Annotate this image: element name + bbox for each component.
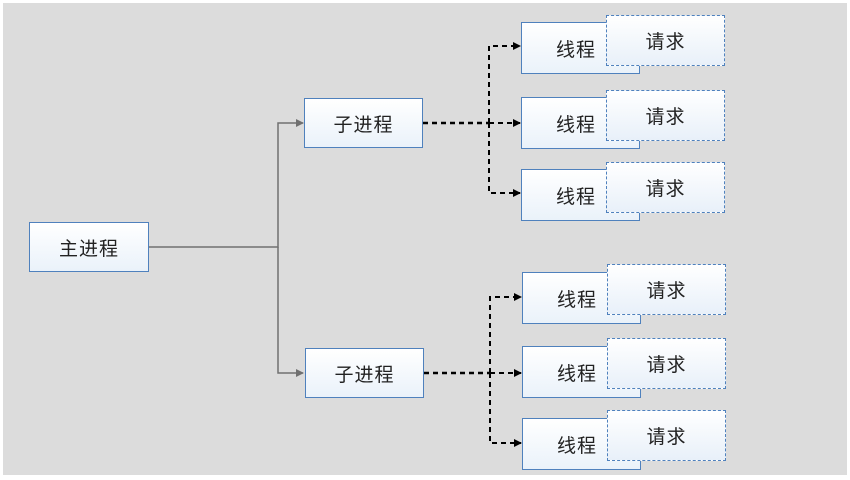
thread-label-5: 线程: [557, 362, 598, 385]
request-label-3: 请求: [645, 178, 686, 200]
request-label-5: 请求: [646, 354, 687, 376]
thread-label-1: 线程: [556, 38, 597, 61]
child-process-label-2: 子进程: [334, 363, 395, 386]
child-process-box-2: 子进程: [305, 348, 424, 398]
request-label-2: 请求: [645, 106, 686, 128]
request-box-3: 请求: [606, 162, 725, 213]
thread-label-4: 线程: [557, 288, 598, 311]
thread-box-4: 线程: [522, 272, 641, 324]
child-process-box-1: 子进程: [304, 98, 423, 148]
connector-child-1-to-thread-1: [488, 42, 521, 123]
request-box-1: 请求: [606, 15, 725, 66]
connector-main-to-child-1: [148, 119, 304, 248]
request-label-1: 请求: [645, 31, 686, 53]
child-process-label-1: 子进程: [333, 113, 394, 136]
main-process-label: 主进程: [58, 237, 119, 260]
thread-label-6: 线程: [557, 434, 598, 457]
connector-main-to-child-2: [277, 247, 304, 377]
main-process-box: 主进程: [29, 222, 149, 272]
request-box-2: 请求: [606, 90, 725, 141]
request-box-4: 请求: [607, 264, 726, 315]
connector-child-2-to-thread-4: [489, 293, 522, 373]
connector-child-1-to-thread-3: [488, 123, 521, 197]
request-box-5: 请求: [607, 338, 726, 389]
thread-label-3: 线程: [556, 185, 597, 208]
request-label-4: 请求: [646, 280, 687, 302]
thread-label-2: 线程: [556, 113, 597, 136]
request-box-6: 请求: [607, 410, 726, 461]
request-label-6: 请求: [646, 426, 687, 448]
connector-child-2-to-thread-6: [489, 373, 522, 447]
